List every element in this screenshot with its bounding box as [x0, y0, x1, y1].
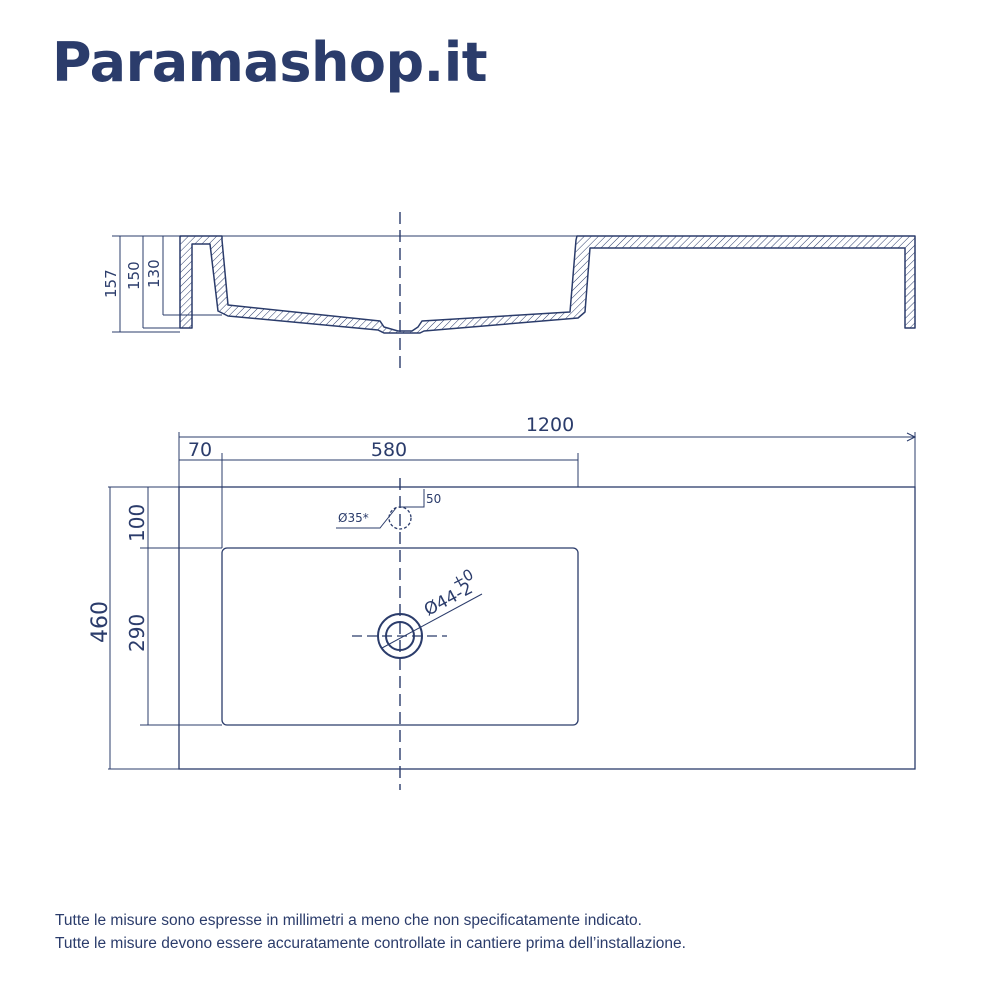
dim-total-depth: 460: [88, 601, 113, 643]
dim-height-130: 130: [145, 259, 163, 288]
side-section-view: 157 150 130: [102, 212, 916, 368]
drain-inner-circle: [385, 621, 415, 651]
dim-tap-diameter: Ø35*: [338, 511, 369, 525]
note-verify: Tutte le misure devono essere accuratame…: [55, 935, 686, 952]
drain-outer-circle: [377, 613, 423, 659]
dim-height-150: 150: [125, 261, 143, 290]
brand-logo: Paramashop.it: [52, 31, 488, 94]
dim-top-margin: 100: [125, 504, 149, 542]
height-dimensions: [112, 235, 222, 333]
depth-dimensions: [108, 486, 222, 770]
basin-bowl: [221, 547, 579, 726]
dim-tap-offset: 50: [426, 492, 441, 506]
dim-basin-depth: 290: [125, 614, 149, 652]
tap-hole-leaders: [336, 489, 425, 529]
slab-outline: [178, 486, 916, 770]
note-units: Tutte le misure sono espresse in millime…: [55, 912, 642, 929]
dim-left-offset: 70: [188, 439, 212, 461]
basin-section: [179, 235, 916, 334]
dim-total-width: 1200: [526, 414, 574, 436]
drain-leader: [381, 593, 483, 649]
width-dimensions: [178, 432, 917, 548]
top-plan-view: 1200 70 580 460 100 290 50 Ø35* Ø44-2 +0: [88, 414, 917, 790]
dim-basin-width: 580: [371, 439, 407, 461]
dim-height-157: 157: [102, 269, 120, 298]
